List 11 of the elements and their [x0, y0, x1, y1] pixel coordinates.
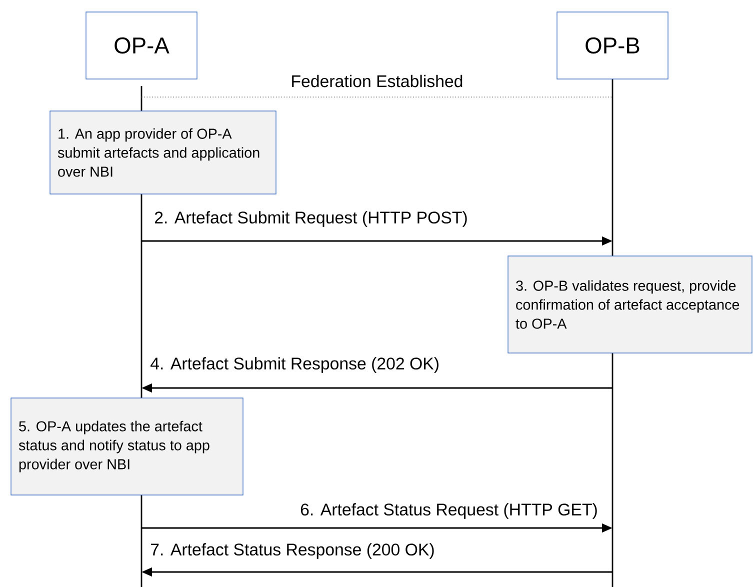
edge-label: Federation Established [292, 74, 462, 88]
connector-line [141, 96, 613, 98]
edge-label: 6. Artefact Status Request (HTTP GET) [300, 503, 597, 519]
participant-box: OP-A [86, 12, 198, 80]
note-box: 3. OP-B validates request, provide confirmation of artefact acceptance to OP-A [508, 256, 752, 354]
edge-label: 7. Artefact Status Response (200 OK) [150, 543, 434, 559]
participant-box: OP-B [556, 12, 668, 80]
edge-label: 2. Artefact Submit Request (HTTP POST) [154, 211, 467, 227]
note-box: 1. An app provider of OP-A submit artefacts and application over NBI [50, 110, 276, 194]
note-box: 5. OP-A updates the artefact status and notify status to app provider over NBI [10, 398, 244, 496]
edge-label: 4. Artefact Submit Response (202 OK) [150, 357, 438, 373]
